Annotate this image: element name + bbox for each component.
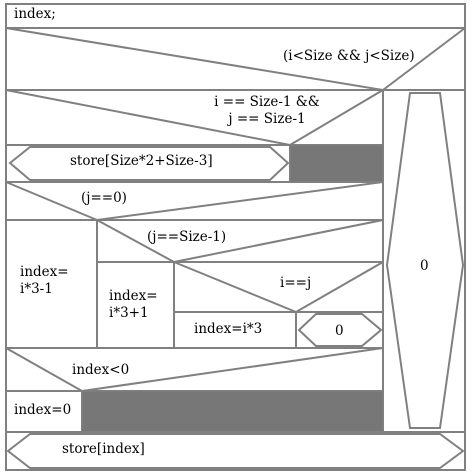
init-text: index;: [14, 6, 56, 22]
loop-condition-text: (i<Size && j<Size): [283, 48, 415, 64]
store-index-hexagon: [6, 433, 465, 469]
last-cond-right-diag: [289, 89, 384, 146]
store-index-text: store[index]: [62, 441, 145, 457]
store-last-hexagon: [8, 146, 290, 181]
j-zero-condition-text: (j==0): [81, 190, 127, 206]
jlast-cond-right-diag: [173, 219, 384, 263]
j0-cond-left-diag: [5, 181, 98, 221]
j-last-condition-text: (j==Size-1): [147, 229, 227, 245]
index-j-last-text: index= i*3+1: [109, 288, 158, 321]
store-last-text: store[Size*2+Size-3]: [70, 153, 213, 169]
j0-cond-right-diag: [96, 181, 384, 221]
index-zero-text: index=0: [14, 402, 72, 418]
jlast-cond-left-diag: [96, 219, 175, 263]
index-negative-condition-text: index<0: [72, 362, 130, 378]
loop-cond-right-diag: [382, 27, 466, 91]
loop-cond-left-diag: [5, 27, 384, 91]
ij-cond-left-diag: [173, 261, 297, 313]
index-ij-text: index=i*3: [194, 321, 263, 337]
neg-cond-left-diag: [5, 347, 83, 392]
empty-branch-fill-1: [290, 145, 383, 183]
inner-zero-text: 0: [335, 323, 344, 339]
i-equals-j-condition-text: i==j: [280, 275, 312, 291]
right-zero-text: 0: [420, 258, 429, 274]
last-element-condition-text: i == Size-1 && j == Size-1: [214, 94, 320, 127]
inner-zero-hexagon: [297, 313, 383, 347]
right-zero-hexagon: [385, 92, 465, 429]
index-j-zero-text: index= i*3-1: [20, 264, 69, 297]
neg-cond-right-diag: [81, 347, 384, 392]
ij-cond-right-diag: [295, 261, 384, 313]
last-cond-left-diag: [5, 89, 291, 146]
outer-frame: [5, 3, 466, 471]
empty-branch-fill-2: [82, 391, 383, 432]
